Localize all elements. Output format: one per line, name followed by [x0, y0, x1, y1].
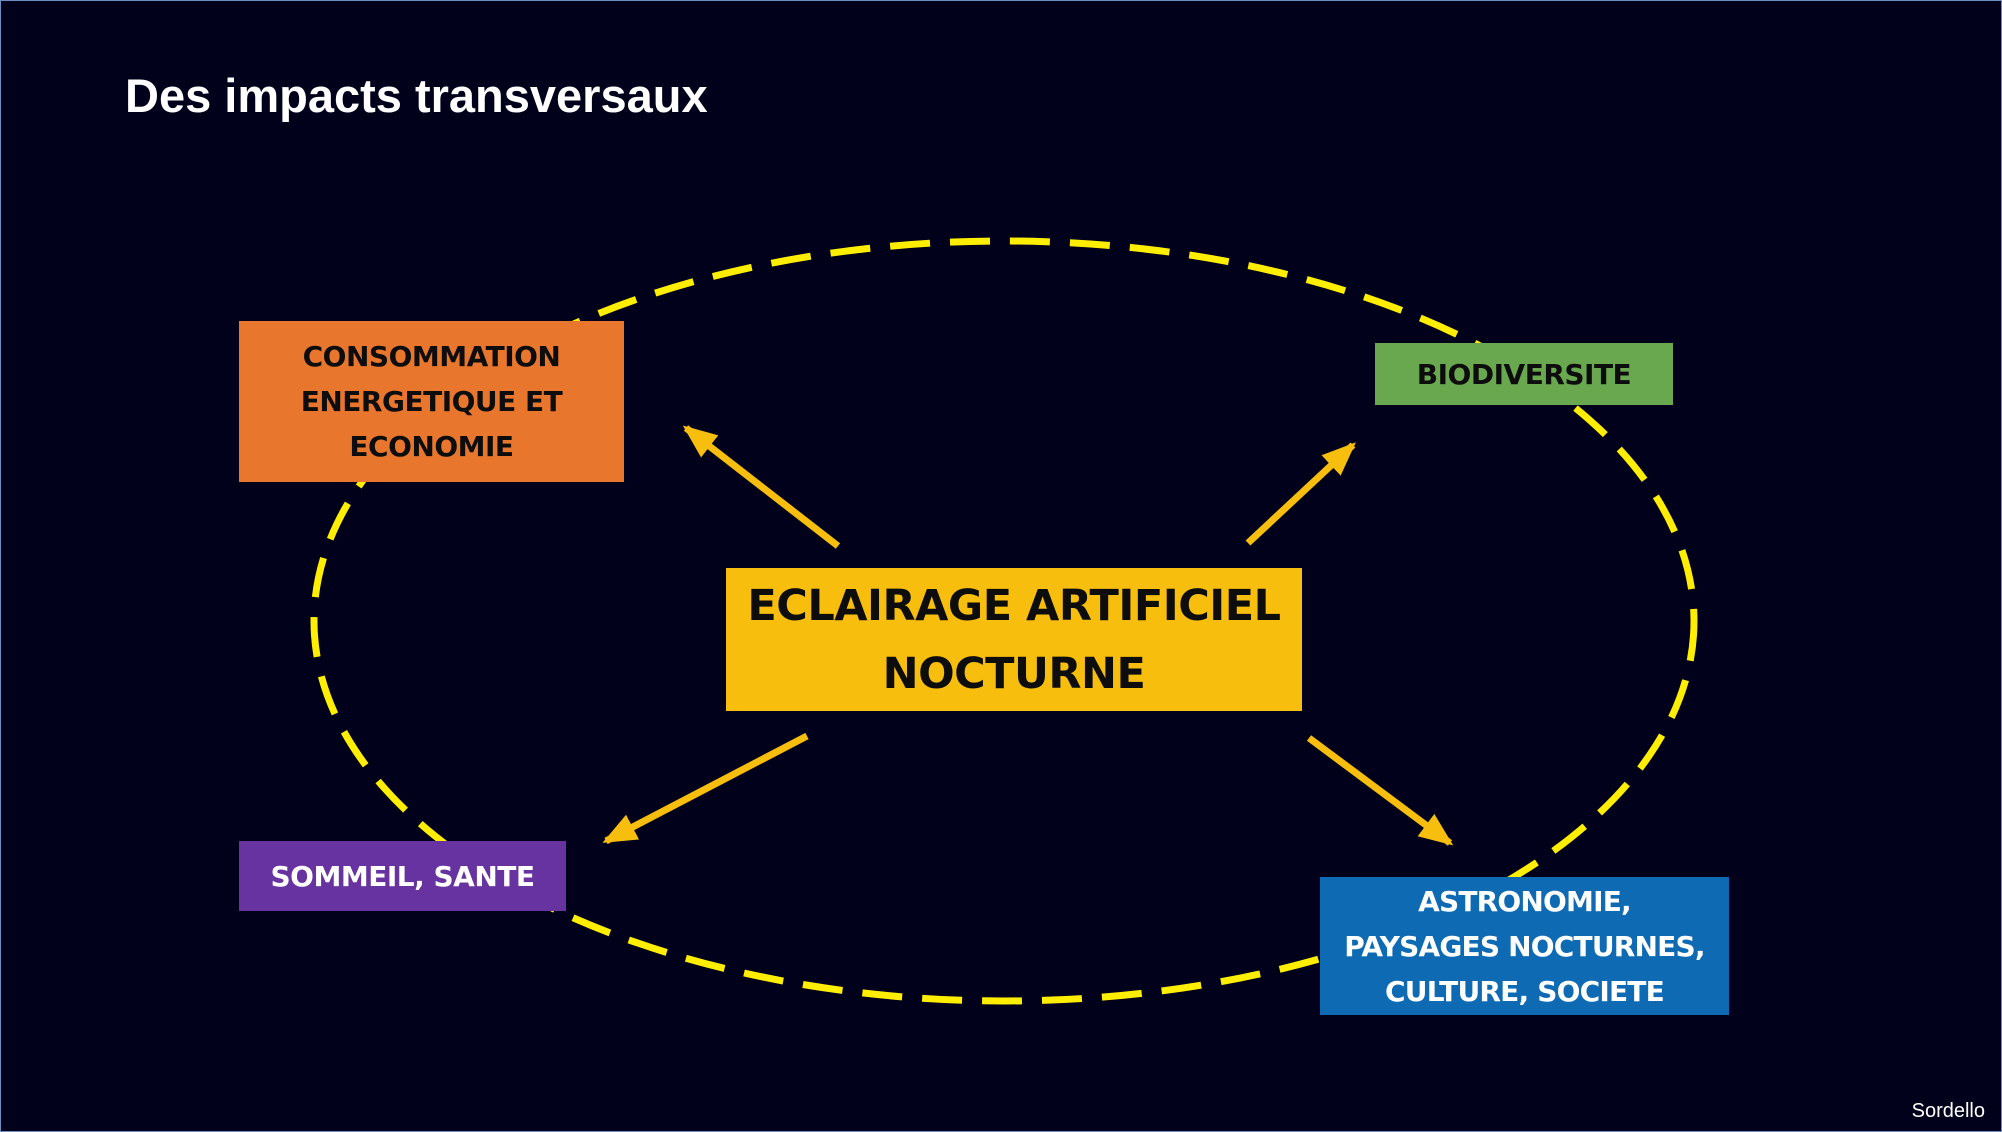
arrow-to-astronomy: [1306, 735, 1454, 846]
impact-label-biodiversity: BIODIVERSITE: [1416, 357, 1632, 391]
center-box: ECLAIRAGE ARTIFICIEL NOCTURNE: [726, 568, 1302, 711]
slide-title: Des impacts transversaux: [125, 69, 708, 122]
center-label: ECLAIRAGE ARTIFICIEL NOCTURNE: [747, 580, 1281, 699]
impact-box-biodiversity: BIODIVERSITE: [1375, 343, 1673, 405]
impact-box-astronomy: ASTRONOMIE, PAYSAGES NOCTURNES, CULTURE,…: [1320, 877, 1729, 1015]
credit-text: Sordello: [1911, 1100, 1985, 1122]
impact-label-astronomy: ASTRONOMIE, PAYSAGES NOCTURNES, CULTURE,…: [1344, 884, 1705, 1008]
impact-label-energy: CONSOMMATION ENERGETIQUE ET ECONOMIE: [300, 340, 563, 463]
arrow-to-energy: [682, 425, 841, 549]
impact-label-health: SOMMEIL, SANTE: [270, 859, 535, 893]
arrow-to-biodiversity: [1245, 442, 1356, 546]
arrow-to-health: [602, 732, 809, 845]
impact-box-health: SOMMEIL, SANTE: [239, 841, 566, 911]
dashed-ellipse: [310, 237, 1698, 1005]
impact-box-energy: CONSOMMATION ENERGETIQUE ET ECONOMIE: [239, 321, 624, 482]
